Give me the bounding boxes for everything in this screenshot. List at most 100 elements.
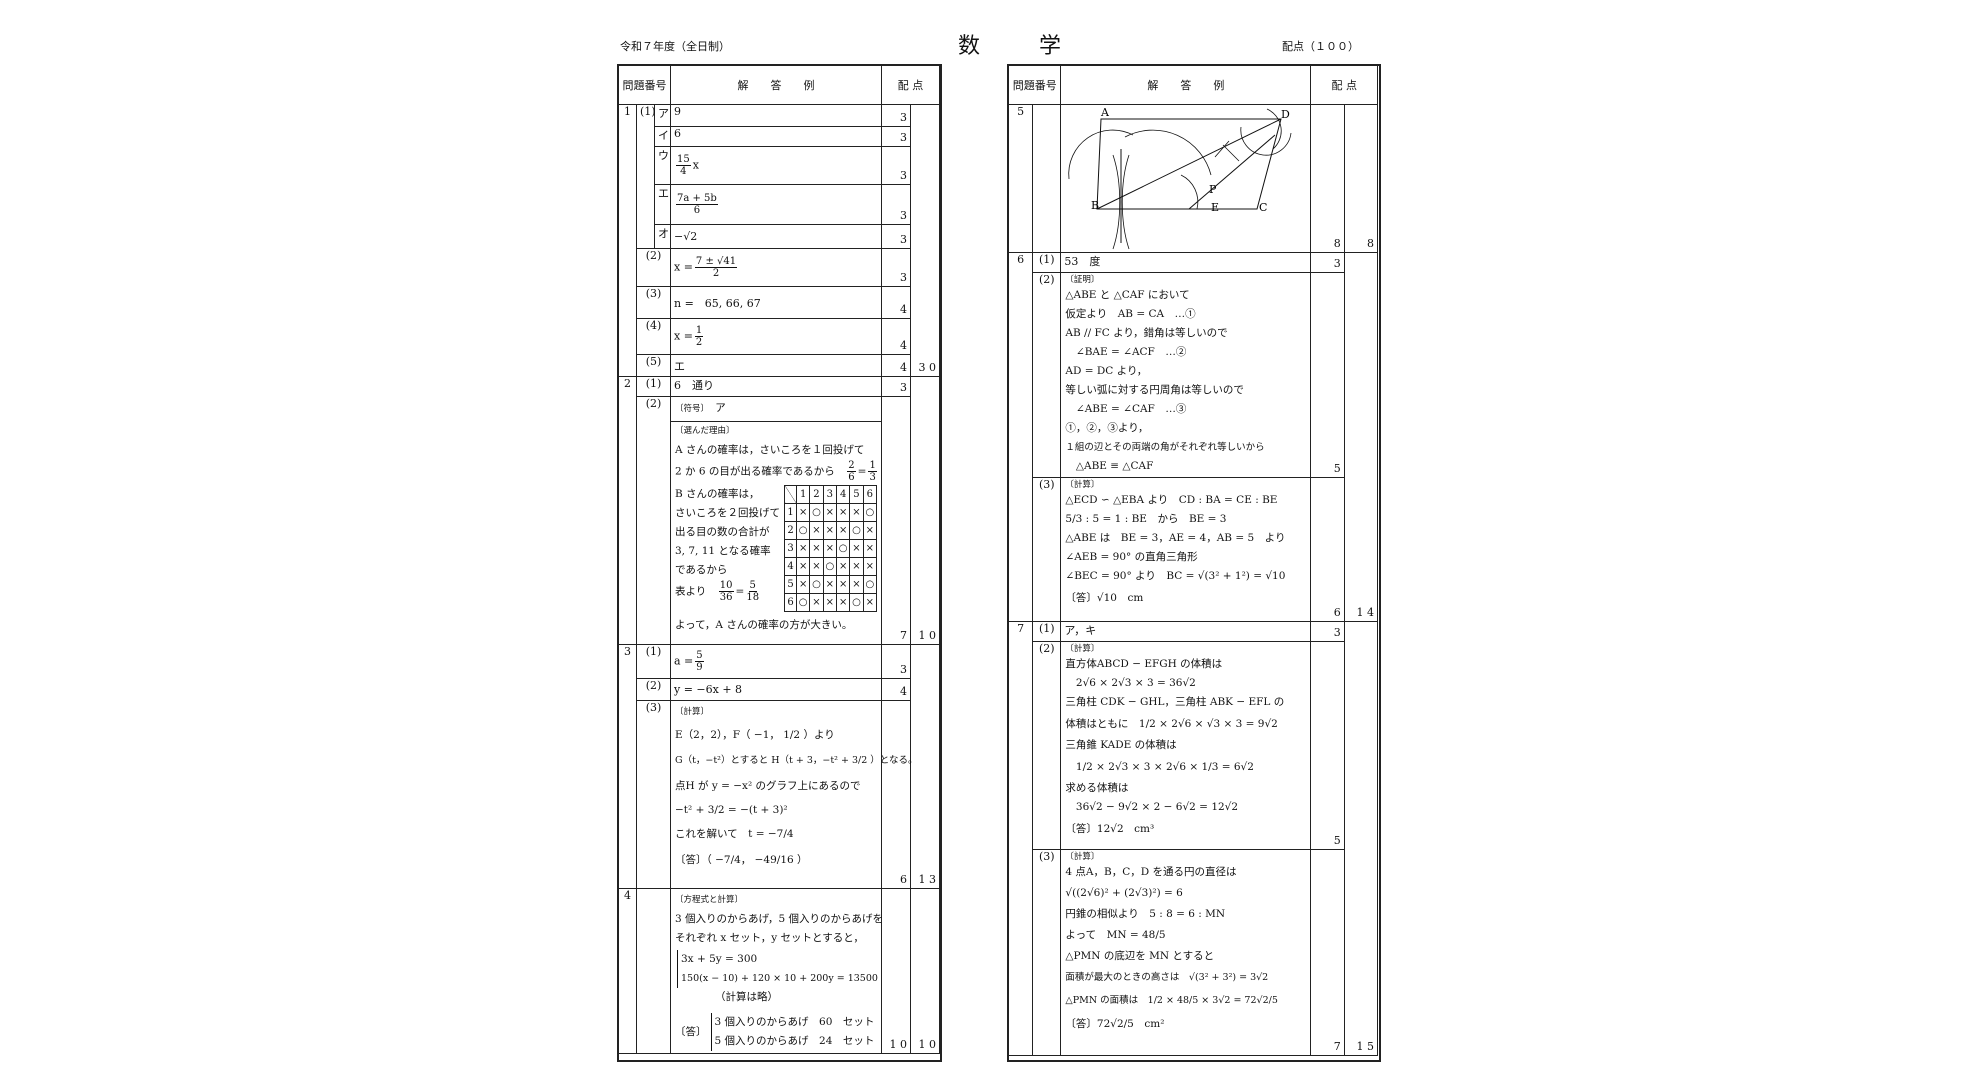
grid-row-header: 1: [784, 503, 797, 522]
point-d-label: D: [1281, 108, 1290, 121]
q2-number: 2: [618, 376, 637, 645]
q1-total: 3 0: [910, 104, 940, 377]
grid-col-header: 3: [822, 485, 837, 504]
q1-1d-key: エ: [654, 184, 671, 225]
q1-4-prefix: x =: [674, 329, 693, 343]
q7-2-answer: 〔計算〕 直方体ABCD − EFGH の体積は 2√6 × 2√3 × 3 =…: [1060, 641, 1312, 850]
q1-1d-points: 3: [881, 184, 911, 225]
q1-1b-points: 3: [881, 126, 911, 147]
q1-2-den: 2: [712, 268, 720, 279]
grid-cell: ○: [822, 557, 837, 576]
grid-cell: ×: [822, 521, 837, 540]
q1-sub1-label: (1): [636, 104, 656, 249]
q5-geometry-svg: A D B C E P: [1068, 106, 1292, 250]
col-header-points: 配 点: [881, 65, 940, 105]
grid-col-header: 4: [835, 485, 851, 504]
q1-1c-points: 3: [881, 146, 911, 185]
q6-3-line4: ∠BEC = 90° より BC = √(3² + 1²) = √10: [1065, 570, 1286, 582]
q7-2-line7: 36√2 − 9√2 × 2 − 6√2 = 12√2: [1065, 801, 1239, 813]
grid-row: 2○×××○×: [784, 521, 878, 540]
q1-3-points: 4: [881, 286, 911, 319]
q1-2-num: 7 ± √41: [694, 256, 738, 268]
q6-3-line0: △ECD ∽ △EBA より CD : BA = CE : BE: [1065, 494, 1278, 506]
q3-1-num: 5: [695, 650, 704, 662]
grid-cell: ○: [809, 575, 824, 594]
q2-2-reason-label: 〔選んだ理由〕: [675, 426, 735, 436]
right-answer-table: 問題番号 解 答 例 配 点 5 A D: [1007, 65, 1379, 1056]
q6-1-points: 3: [1310, 252, 1345, 273]
q4-ans2: 5 個入りのからあげ 24 セット: [714, 1035, 875, 1047]
q4-ans1: 3 個入りのからあげ 60 セット: [714, 1016, 875, 1028]
point-c-label: C: [1259, 201, 1267, 214]
q7-3-label: 〔計算〕: [1065, 852, 1100, 862]
q6-2-line7: ①，②，③より，: [1065, 422, 1149, 434]
q4-eq2: 150(x − 10) + 120 × 10 + 200y = 13500: [681, 973, 878, 984]
point-e-label: E: [1211, 201, 1219, 214]
q6-2-line1: 仮定より AB = CA …①: [1065, 308, 1196, 320]
q7-3-line0: 4 点A，B，C，D を通る円の直径は: [1065, 866, 1237, 878]
q7-1-key: (1): [1032, 621, 1062, 642]
q3-3-points: 6: [881, 700, 911, 889]
q2-2-symbol-label: 〔符号〕: [675, 404, 705, 414]
q3-number: 3: [618, 644, 637, 889]
grid-cell: ×: [835, 593, 851, 612]
q2-2-l2-den: 6: [848, 472, 855, 483]
q3-3-label: 〔計算〕: [675, 707, 710, 717]
grid-cell: ×: [809, 593, 824, 612]
q6-total: 1 4: [1343, 252, 1379, 622]
point-b-label: B: [1091, 199, 1099, 212]
q7-2-answer-final: 〔答〕12√2 cm³: [1065, 823, 1155, 835]
q7-3-line2: 円錐の相似より 5 : 8 = 6 : MN: [1065, 908, 1226, 920]
q1-2-points: 3: [881, 248, 911, 287]
grid-cell: ○: [849, 593, 864, 612]
q1-1a-points: 3: [881, 104, 911, 127]
q5-points: 8: [1310, 104, 1345, 253]
q3-1-points: 3: [881, 644, 911, 679]
q6-3-answer: 〔計算〕 △ECD ∽ △EBA より CD : BA = CE : BE 5/…: [1060, 477, 1312, 622]
q6-3-points: 6: [1310, 477, 1345, 622]
q6-3-line1: 5/3 : 5 = 1 : BE から BE = 3: [1065, 513, 1227, 525]
q7-2-line3: 体積はともに 1/2 × 2√6 × √3 × 3 = 9√2: [1065, 718, 1278, 730]
q6-2-points: 5: [1310, 272, 1345, 478]
grid-cell: ×: [835, 503, 851, 522]
q2-2-line1: A さんの確率は，さいころを１回投げて: [675, 444, 865, 456]
q3-3-line5: これを解いて t = −7/4: [675, 828, 794, 840]
q7-2-line4: 三角錐 KADE の体積は: [1065, 739, 1177, 751]
q4-line2: それぞれ x セット，y セットとすると，: [675, 932, 864, 944]
q3-2-points: 4: [881, 678, 911, 701]
q7-3-key: (3): [1032, 849, 1062, 1056]
q3-3-answer: 〔計算〕 E（2，2），F（ −1， 1/2 ）より G（t，−t²）とすると …: [670, 700, 917, 889]
q6-2-label: 〔証明〕: [1065, 275, 1100, 285]
grid-row-header: 6: [784, 593, 797, 612]
q3-1-key: (1): [636, 644, 671, 679]
grid-cell: ×: [849, 503, 864, 522]
grid-col-header: 1: [795, 485, 811, 504]
grid-col-header: 6: [862, 485, 878, 504]
q6-3-answer-final: 〔答〕√10 cm: [1065, 592, 1144, 604]
q3-1-den: 9: [696, 662, 703, 673]
q3-3-answer-final: 〔答〕（ −7/4， −49/16 ）: [675, 854, 808, 866]
q3-3-line3: 点H が y = −x² のグラフ上にあるので: [675, 780, 861, 792]
left-answer-table: 問題番号 解 答 例 配 点 1 (1) ア 9 3 3 0 イ 6 3 ウ 1…: [618, 65, 940, 1054]
q7-3-line3: よって MN = 48/5: [1065, 929, 1166, 941]
q1-1d-num: 7a + 5b: [676, 193, 718, 205]
q2-1-answer: 6 通り: [670, 376, 882, 397]
q2-2-b3: 出る目の数の合計が: [675, 526, 770, 538]
q5-total: 8: [1343, 104, 1379, 253]
q6-2-line9: △ABE ≡ △CAF: [1065, 460, 1154, 472]
q2-2-b6-text: 表より: [675, 585, 707, 598]
grid-cell: ×: [822, 593, 837, 612]
q1-1c-den: 4: [680, 166, 687, 177]
q2-2-l2-den2: 3: [869, 472, 876, 483]
q7-3-points: 7: [1310, 849, 1345, 1056]
q7-2-points: 5: [1310, 641, 1345, 850]
grid-col-header: 5: [849, 485, 864, 504]
q1-3-answer: n = 65, 66, 67: [670, 286, 882, 319]
col-header-points-right: 配 点: [1310, 65, 1378, 105]
q6-2-answer: 〔証明〕 △ABE と △CAF において 仮定より AB = CA …① AB…: [1060, 272, 1312, 478]
q2-2-b2: さいころを２回投げて: [675, 507, 780, 519]
grid-row-header: 5: [784, 575, 797, 594]
